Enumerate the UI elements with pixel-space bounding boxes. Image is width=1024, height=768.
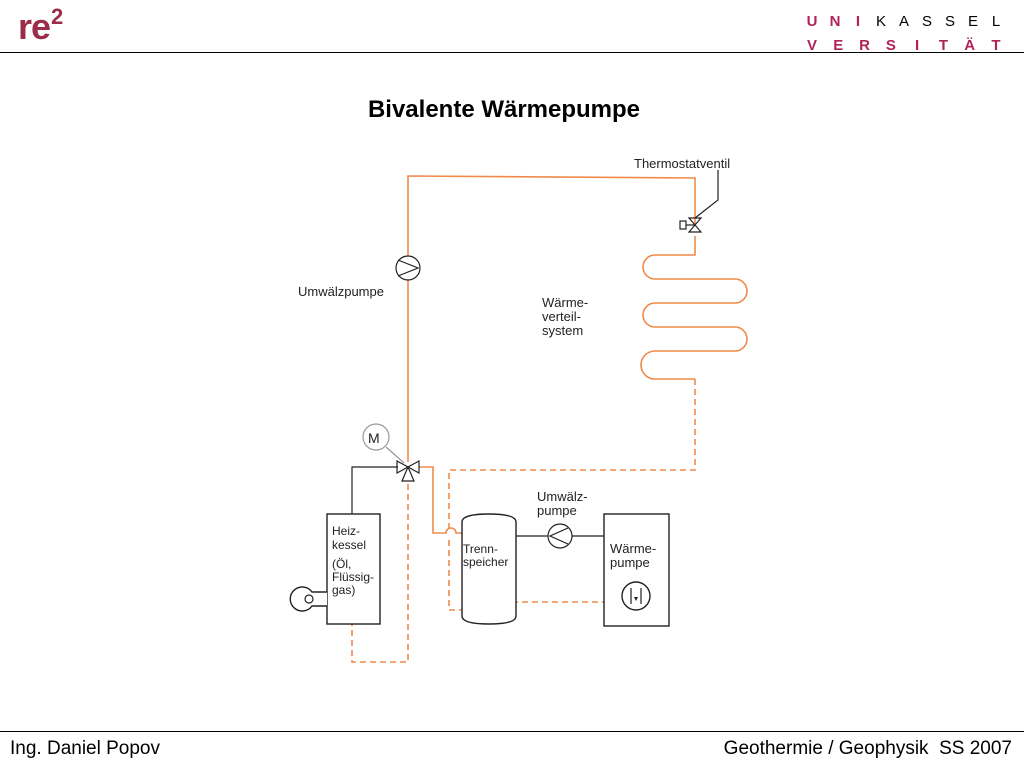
logo-text: re (18, 6, 51, 47)
uni-letter: E (833, 37, 844, 54)
uni-letter: N (829, 13, 841, 30)
return-pipe-boiler (351, 474, 409, 663)
motor-label: M (368, 430, 380, 446)
three-way-valve-icon (396, 459, 420, 482)
heatpump-label-line: Wärme- (610, 541, 656, 556)
uni-letter: I (855, 13, 861, 30)
re2-logo: re2 (18, 4, 63, 48)
distribution-label-line: system (542, 323, 583, 338)
circulation-pump-icon (395, 255, 421, 281)
boiler-label-line: kessel (332, 538, 366, 552)
supply-pipe (407, 175, 696, 462)
footer-author: Ing. Daniel Popov (10, 738, 160, 759)
heatpump-label-line: pumpe (610, 555, 650, 570)
pump-mid-label: Umwälz- pumpe (537, 489, 591, 518)
heatpump-label: Wärme- pumpe (610, 541, 660, 570)
uni-letter: A (898, 13, 909, 30)
heat-pump-unit (603, 513, 670, 627)
distribution-label-line: verteil- (542, 309, 581, 324)
return-pipe-distribution (448, 379, 696, 528)
buffer-tank (461, 513, 517, 625)
uni-letter: V (806, 37, 817, 54)
buffer-feed-pipe (418, 466, 462, 534)
university-logo-row-1: U N I K A S S E L (804, 10, 1004, 34)
buffer-label-line: Trenn- (463, 542, 498, 556)
distribution-coil (640, 236, 748, 380)
boiler-label-line: Flüssig- (332, 570, 374, 584)
uni-letter: L (991, 13, 1001, 30)
uni-letter: S (885, 37, 896, 54)
boiler-label: Heiz- kessel (Öl, Flüssig- gas) (332, 524, 377, 597)
pump-mid-label-line: Umwälz- (537, 489, 588, 504)
buffer-return-pipe (448, 540, 462, 611)
boiler-unit (289, 513, 381, 625)
boiler-label-line: gas) (332, 583, 355, 597)
buffer-label: Trenn- speicher (463, 542, 508, 569)
thermostat-label: Thermostatventil (634, 156, 730, 171)
pump-mid-label-line: pumpe (537, 503, 577, 518)
buffer-label-line: speicher (463, 555, 508, 569)
uni-letter: I (915, 37, 920, 54)
uni-letter: T (991, 37, 1001, 54)
circulation-pump-2-icon (547, 523, 573, 549)
logo-superscript: 2 (51, 4, 63, 29)
motor-icon (362, 423, 405, 464)
university-logo: U N I K A S S E L V E R S I T Ä T (804, 10, 1004, 58)
university-logo-row-2: V E R S I T Ä T (804, 34, 1004, 58)
footer-course: Geothermie / Geophysik SS 2007 (723, 738, 1012, 759)
uni-letter: S (944, 13, 955, 30)
thermostat-valve-icon (679, 170, 719, 233)
distribution-label-line: Wärme- (542, 295, 588, 310)
uni-letter: U (806, 13, 818, 30)
distribution-label: Wärme- verteil- system (542, 295, 592, 338)
uni-letter: Ä (964, 37, 976, 54)
uni-letter: R (859, 37, 870, 54)
boiler-label-line: (Öl, (332, 557, 351, 571)
uni-letter: E (967, 13, 978, 30)
footer-divider (0, 731, 1024, 732)
uni-letter: T (938, 37, 948, 54)
slide-title: Bivalente Wärmepumpe (367, 96, 641, 123)
uni-letter: S (921, 13, 932, 30)
boiler-connection-pipe (351, 466, 398, 514)
header-divider (0, 52, 1024, 53)
boiler-label-line: Heiz- (332, 524, 360, 538)
pump-top-label: Umwälzpumpe (298, 284, 384, 299)
uni-letter: K (875, 13, 886, 30)
